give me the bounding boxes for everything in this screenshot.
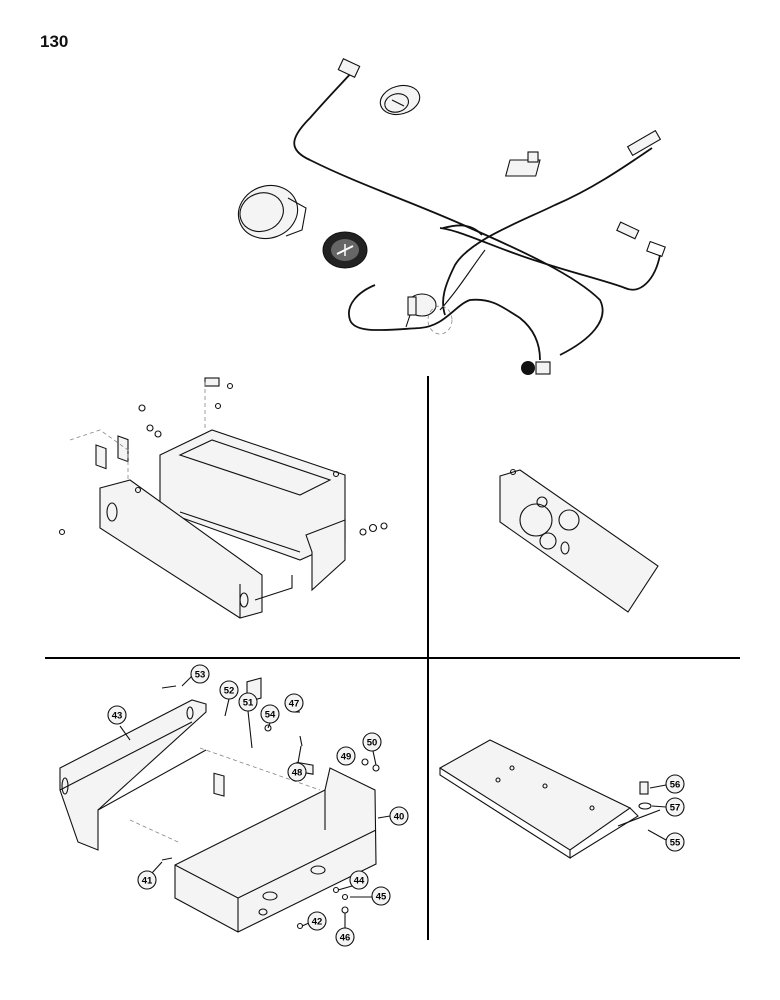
switch-bracket [505, 151, 541, 177]
callout-44: 44 [337, 870, 369, 891]
grommet [521, 361, 551, 375]
svg-text:52: 52 [224, 686, 235, 697]
clip [616, 221, 640, 240]
svg-text:42: 42 [312, 917, 323, 928]
instrument-panel-assembly [58, 377, 388, 619]
svg-text:41: 41 [142, 876, 153, 887]
callouts: 53 43 52 51 54 47 48 49 50 40 41 44 45 4… [107, 664, 685, 947]
callout-57: 57 [651, 797, 685, 817]
callout-53: 53 [181, 664, 210, 687]
svg-text:55: 55 [670, 838, 681, 849]
callout-42: 42 [301, 911, 327, 931]
svg-text:48: 48 [292, 768, 303, 779]
svg-text:54: 54 [265, 710, 276, 721]
callout-56: 56 [649, 774, 685, 794]
svg-text:40: 40 [394, 812, 405, 823]
housing-exploded-view [59, 677, 380, 933]
connector-plug [337, 58, 361, 78]
callout-55: 55 [647, 829, 685, 852]
callout-47: 47 [284, 693, 304, 713]
svg-text:56: 56 [670, 780, 681, 791]
svg-text:46: 46 [340, 933, 351, 944]
cover-plate-view [438, 739, 661, 860]
callout-40: 40 [377, 806, 409, 826]
svg-text:49: 49 [341, 752, 352, 763]
terminal-block [646, 240, 666, 258]
ignition-switch [405, 293, 437, 328]
callout-50: 50 [362, 732, 382, 766]
svg-text:45: 45 [376, 892, 387, 903]
connector-circle [427, 305, 453, 335]
ribbon-connector [626, 129, 662, 157]
svg-text:53: 53 [195, 670, 206, 681]
svg-text:50: 50 [367, 738, 378, 749]
callout-43: 43 [107, 705, 131, 741]
page-number: 130 [40, 32, 69, 51]
callout-48: 48 [287, 745, 307, 782]
gauge-face-plate [499, 468, 659, 613]
callout-45: 45 [350, 886, 391, 906]
svg-text:47: 47 [289, 699, 300, 710]
svg-text:43: 43 [112, 711, 123, 722]
ammeter-gauge [322, 231, 368, 269]
tachometer-gauge [237, 184, 307, 240]
callout-41: 41 [137, 861, 163, 890]
callout-54: 54 [260, 704, 280, 729]
fuel-gauge [379, 84, 421, 116]
svg-text:44: 44 [354, 876, 365, 887]
svg-text:51: 51 [243, 698, 254, 709]
callout-46: 46 [335, 913, 355, 947]
callout-49: 49 [336, 746, 356, 766]
svg-text:57: 57 [670, 803, 681, 814]
callout-51: 51 [238, 692, 258, 749]
callout-52: 52 [219, 680, 239, 717]
wiring-harness [237, 58, 666, 375]
